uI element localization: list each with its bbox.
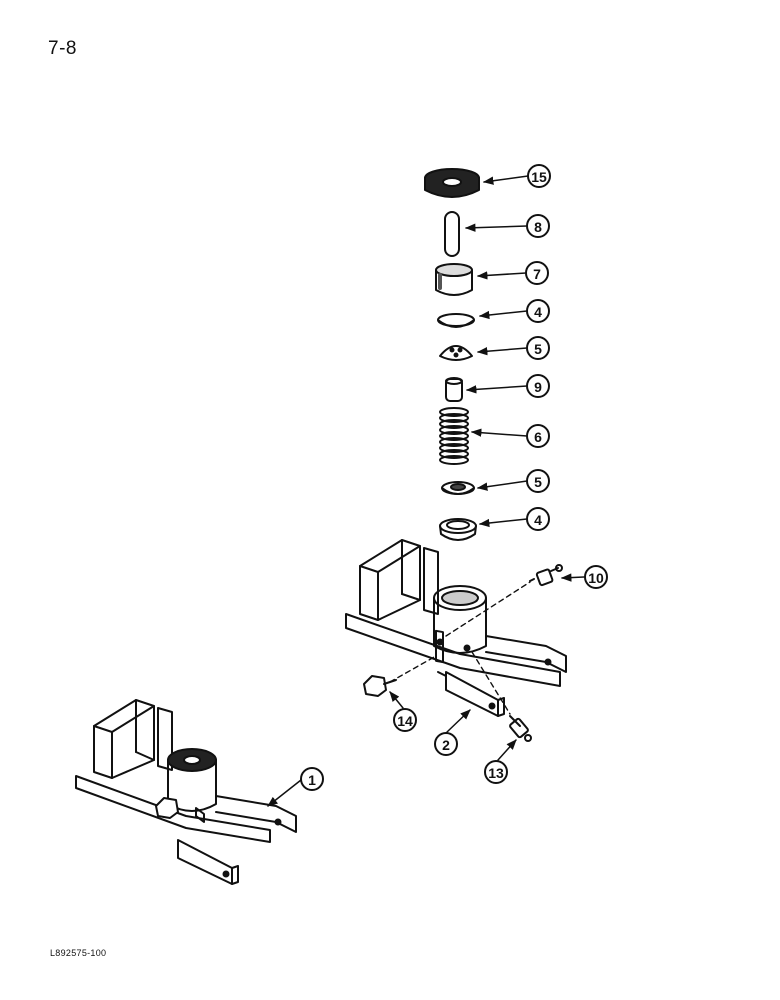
assembly-lines (389, 581, 531, 715)
callout-5-label: 5 (534, 341, 542, 357)
part-9-plunger (445, 377, 463, 402)
part-6-spring (439, 407, 469, 465)
part-14-bolt (363, 675, 397, 697)
callout-13-circle (484, 760, 508, 784)
callout-4b-circle (526, 507, 550, 531)
callout-8-circle (526, 214, 550, 238)
callout-9-circle (526, 374, 550, 398)
part-2-bracket-assembly (345, 539, 567, 717)
callout-15-circle (527, 164, 551, 188)
callout-circles (300, 164, 608, 791)
page-number: 7-8 (48, 38, 77, 59)
callout-4-label: 4 (534, 512, 542, 528)
part-15-seal (424, 168, 480, 198)
callout-4a-circle (526, 299, 550, 323)
part-5-spring-seat-lower (441, 481, 475, 495)
callout-1-circle (300, 767, 324, 791)
callout-6-circle (526, 424, 550, 448)
part-10-grease-fitting (529, 564, 563, 587)
callout-5-label: 5 (534, 474, 542, 490)
callout-4-label: 4 (534, 304, 542, 320)
callout-7-circle (525, 261, 549, 285)
part-5-spring-seat-upper (439, 345, 473, 361)
figure-code: L892575-100 (50, 948, 107, 958)
part-4-cup-washer-upper (437, 313, 475, 328)
part-13-grease-fitting (509, 715, 532, 742)
callout-14-circle (393, 708, 417, 732)
callout-9-label: 9 (534, 379, 542, 395)
callout-13-label: 13 (488, 765, 504, 781)
callout-7-label: 7 (533, 266, 541, 282)
callout-8-label: 8 (534, 219, 542, 235)
part-4-cup-washer-lower (439, 518, 477, 541)
callout-2-circle (434, 732, 458, 756)
callout-14-label: 14 (397, 713, 413, 729)
part-1-complete-assembly (75, 699, 297, 885)
part-8-pin (444, 211, 460, 257)
callout-1-label: 1 (308, 772, 316, 788)
callout-5b-circle (526, 469, 550, 493)
callout-6-label: 6 (534, 429, 542, 445)
part-7-bushing (435, 263, 473, 296)
leader-arrows (267, 175, 585, 807)
callout-15-label: 15 (531, 169, 547, 185)
callout-10-label: 10 (588, 570, 604, 586)
callout-2-label: 2 (442, 737, 450, 753)
callout-5a-circle (526, 336, 550, 360)
callout-10-circle (584, 565, 608, 589)
